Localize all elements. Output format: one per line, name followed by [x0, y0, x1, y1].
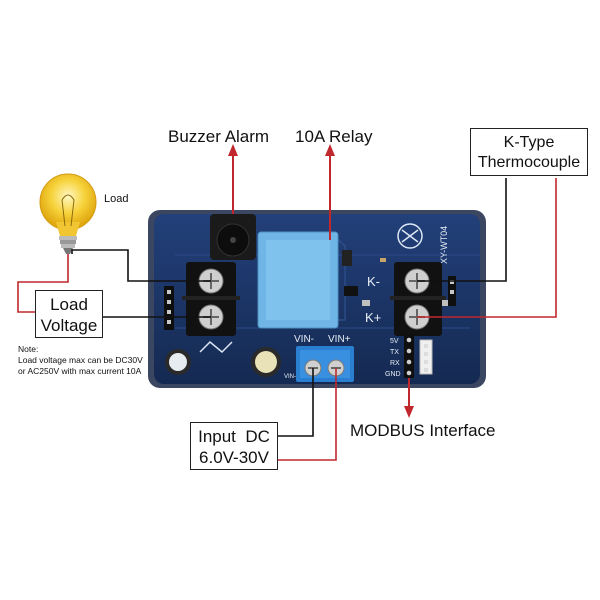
vin-minus-wire — [278, 368, 314, 437]
vin-minus-label: VIN- — [294, 334, 314, 345]
load-note: Note: Load voltage max can be DC30V or A… — [18, 344, 143, 377]
pin-label-rx: RX — [390, 360, 400, 367]
vin-plus-wire — [278, 368, 337, 461]
k-minus-wire — [417, 178, 507, 282]
light-bulb-icon — [39, 173, 97, 254]
thermocouple-terminal-block — [390, 262, 446, 336]
input-line2: 6.0V-30V — [199, 448, 269, 467]
load-voltage-line1: Load — [50, 295, 88, 314]
input-dc-box: Input DC 6.0V-30V — [190, 422, 278, 470]
buzzer-alarm-label: Buzzer Alarm — [168, 127, 270, 146]
relay-pointer — [325, 144, 335, 240]
capacitor-right — [251, 347, 281, 377]
ktype-thermocouple-box: K-Type Thermocouple — [470, 128, 588, 176]
vin-terminal-block — [296, 346, 354, 382]
note-line2: or AC250V with max current 10A — [18, 366, 142, 376]
left-header-pins — [164, 286, 174, 330]
buzzer-component — [210, 214, 256, 260]
pin-label-tx: TX — [390, 349, 399, 356]
board-model-label: XY-WT04 — [439, 226, 449, 264]
ktype-line1: K-Type — [503, 134, 555, 151]
load-voltage-box: Load Voltage — [35, 290, 103, 338]
buzzer-pointer — [228, 144, 238, 214]
right-edge-pins — [448, 276, 456, 306]
ktype-line2: Thermocouple — [477, 154, 581, 171]
load-voltage-line2: Voltage — [40, 316, 98, 335]
note-line1: Load voltage max can be DC30V — [18, 355, 143, 365]
k-plus-wire — [417, 178, 557, 318]
pin-label-gnd: GND — [385, 371, 401, 378]
relay-label: 10A Relay — [295, 127, 373, 146]
note-title: Note: — [18, 344, 39, 354]
capacitor-left — [165, 349, 191, 375]
load-label: Load — [104, 193, 129, 205]
input-line1: Input DC — [198, 427, 270, 446]
relay-symbol-icon — [199, 340, 233, 354]
modbus-pointer — [404, 378, 414, 418]
load-wire-black — [71, 249, 211, 282]
k-plus-label: K+ — [365, 310, 381, 325]
smd-components — [342, 250, 448, 306]
modbus-header — [404, 334, 433, 378]
vin-plus-label: VIN+ — [328, 334, 351, 345]
modbus-interface-label: MODBUS Interface — [350, 421, 496, 440]
load-terminal-block — [182, 262, 240, 336]
relay-component — [257, 231, 339, 329]
k-minus-label: K- — [367, 274, 380, 289]
load-wire-red — [17, 254, 69, 313]
vin-minus-small-label: VIN- — [284, 374, 296, 380]
pin-label-5v: 5V — [390, 338, 399, 345]
board-logo-icon — [397, 223, 423, 249]
